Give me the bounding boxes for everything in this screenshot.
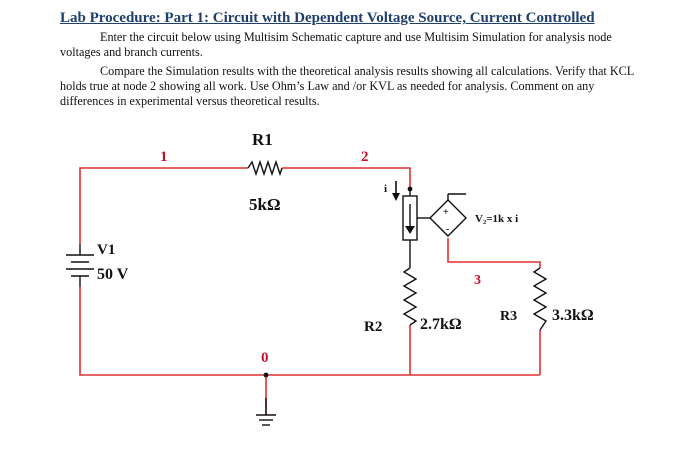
wire-node-3 — [447, 238, 541, 268]
ground-icon — [256, 398, 276, 426]
node-3-label: 3 — [474, 273, 481, 288]
instruction-text-1: Enter the circuit below using Multisim S… — [60, 30, 612, 59]
ammeter-icon — [402, 190, 418, 268]
r1-value-label: 5kΩ — [249, 195, 281, 214]
instruction-text-2: Compare the Simulation results with the … — [60, 64, 634, 108]
wire-top-left — [79, 167, 248, 244]
dep-source-plus: + — [443, 207, 449, 218]
r3-name-label: R3 — [500, 309, 517, 324]
r3-value-label: 3.3kΩ — [552, 307, 594, 324]
r2-resistor-icon — [402, 267, 418, 326]
node-1-label: 1 — [160, 149, 168, 165]
v1-name-label: V1 — [97, 242, 115, 258]
wires — [79, 167, 541, 415]
r2-value-label: 2.7kΩ — [420, 316, 462, 333]
dep-source-minus: - — [446, 224, 449, 235]
current-arrow-icon — [392, 181, 400, 201]
node-0-label: 0 — [261, 350, 269, 366]
r1-name-label: R1 — [252, 130, 273, 149]
instruction-paragraph-1: Enter the circuit below using Multisim S… — [60, 30, 640, 60]
wire-left-bottom — [79, 287, 410, 376]
junction-dot-node-0 — [263, 372, 269, 378]
page-title: Lab Procedure: Part 1: Circuit with Depe… — [60, 10, 595, 26]
current-label: i — [384, 183, 387, 195]
v1-value-label: 50 V — [97, 266, 129, 283]
r2-name-label: R2 — [364, 319, 382, 335]
junction-dot-node-2 — [407, 186, 413, 192]
v1-battery-icon — [66, 244, 94, 287]
dep-source-value-label: V₂=1k x i — [475, 213, 518, 225]
instruction-paragraph-2: Compare the Simulation results with the … — [60, 64, 640, 109]
dependent-voltage-source-icon — [429, 193, 467, 237]
wire-top-right — [282, 167, 411, 190]
r1-resistor-icon — [247, 159, 283, 177]
node-2-label: 2 — [361, 149, 369, 165]
r3-resistor-icon — [532, 267, 548, 331]
